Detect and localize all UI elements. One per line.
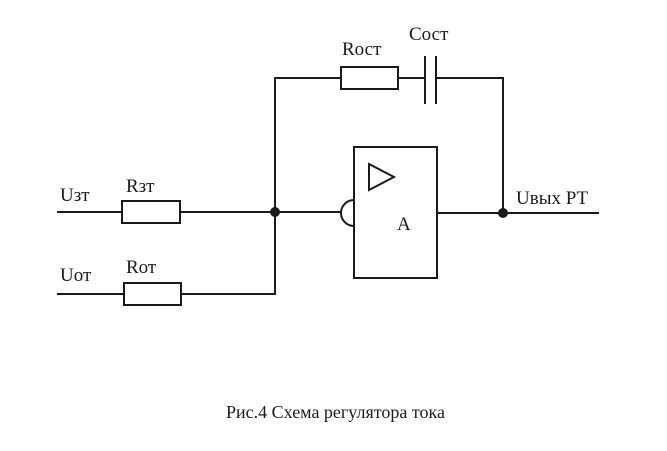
label-u-ot: Uот (60, 265, 92, 286)
label-u-out: Uвых РТ (516, 188, 589, 209)
label-r-zt: Rзт (126, 176, 155, 197)
label-r-ost: Rост (342, 39, 382, 60)
amplifier-block (353, 146, 438, 279)
junction-summing-node (270, 207, 280, 217)
label-u-zt: Uзт (60, 185, 90, 206)
amplifier-triangle-icon (368, 162, 397, 192)
label-r-ot: Rот (126, 257, 157, 278)
resistor-rzt (121, 200, 181, 224)
resistor-rot (123, 282, 182, 306)
junction-output-node (498, 208, 508, 218)
resistor-rost (340, 66, 399, 90)
label-amplifier: A (397, 214, 411, 235)
figure-caption: Рис.4 Схема регулятора тока (226, 402, 445, 422)
label-c-ost: Сост (409, 24, 449, 45)
